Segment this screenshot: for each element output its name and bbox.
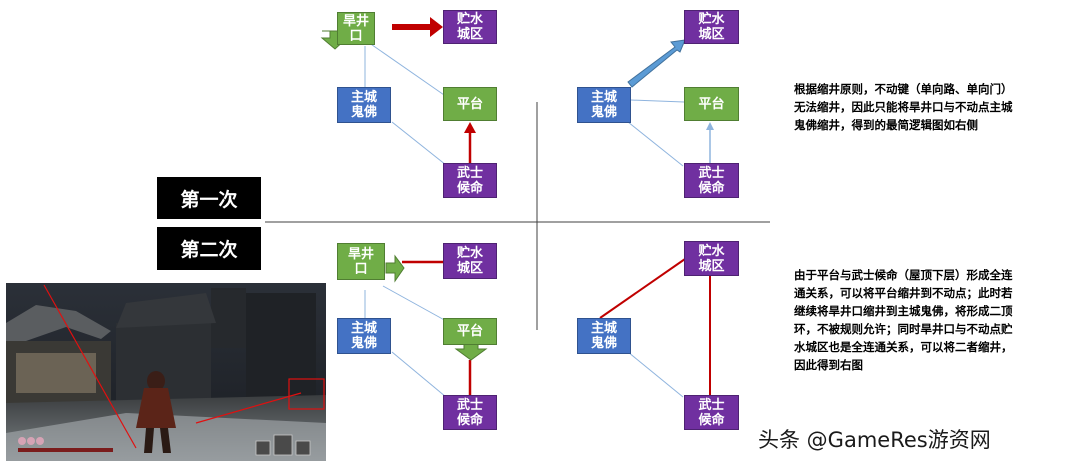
label-second-pass: 第二次 [157, 227, 261, 270]
node-reservoir-right: 贮水 城区 [684, 10, 739, 44]
game-scene [6, 283, 326, 461]
node-castle-right: 主城 鬼佛 [577, 87, 631, 123]
node-castle: 主城 鬼佛 [337, 87, 391, 123]
watermark: 头条 @GameRes游资网 [758, 428, 991, 452]
node-samurai-2: 武士 候命 [443, 395, 497, 430]
edge-well-platform [364, 39, 448, 98]
node-reservoir-3: 贮水 城区 [684, 241, 739, 276]
edge-castle-samurai-right [627, 121, 684, 167]
game-screenshot [6, 283, 326, 461]
red-arrowhead-platform [464, 122, 476, 133]
edge-castle-samurai [391, 121, 447, 166]
note-second-pass: 由于平台与武士候命（屋顶下层）形成全连 通关系，可以将平台缩井到不动点；此时若 … [794, 268, 1013, 372]
node-samurai-right: 武士 候命 [684, 163, 739, 198]
blue-arrowhead-platform-right [706, 122, 714, 130]
node-well: 旱井 口 [337, 12, 375, 45]
node-reservoir: 贮水 城区 [443, 10, 497, 44]
blue-arrow-castle-reservoir [627, 39, 686, 88]
node-reservoir-2: 贮水 城区 [443, 243, 497, 279]
node-platform-2: 平台 [443, 318, 497, 345]
label-first-pass: 第一次 [157, 177, 261, 219]
node-samurai-3: 武士 候命 [684, 395, 739, 430]
node-samurai: 武士 候命 [443, 163, 497, 198]
edge-castle-samurai-3 [627, 351, 684, 398]
node-castle-2: 主城 鬼佛 [337, 318, 391, 354]
node-well-2: 旱井 口 [337, 243, 385, 280]
node-castle-3: 主城 鬼佛 [577, 318, 631, 354]
node-platform: 平台 [443, 87, 497, 121]
edge-well-platform-2 [382, 285, 449, 323]
green-down-arrow-platform [454, 342, 488, 361]
red-edge-castle-reservoir-3 [599, 258, 686, 319]
node-platform-right: 平台 [684, 87, 739, 121]
note-first-pass: 根据缩井原则，不动键（单向路、单向门） 无法缩井，因此只能将旱井口与不动点主城 … [794, 82, 1013, 132]
green-right-arrow-well [385, 254, 405, 283]
red-arrow-well-reservoir [392, 17, 443, 37]
edge-castle-samurai-2 [391, 351, 447, 398]
edge-castle-platform [630, 99, 685, 103]
